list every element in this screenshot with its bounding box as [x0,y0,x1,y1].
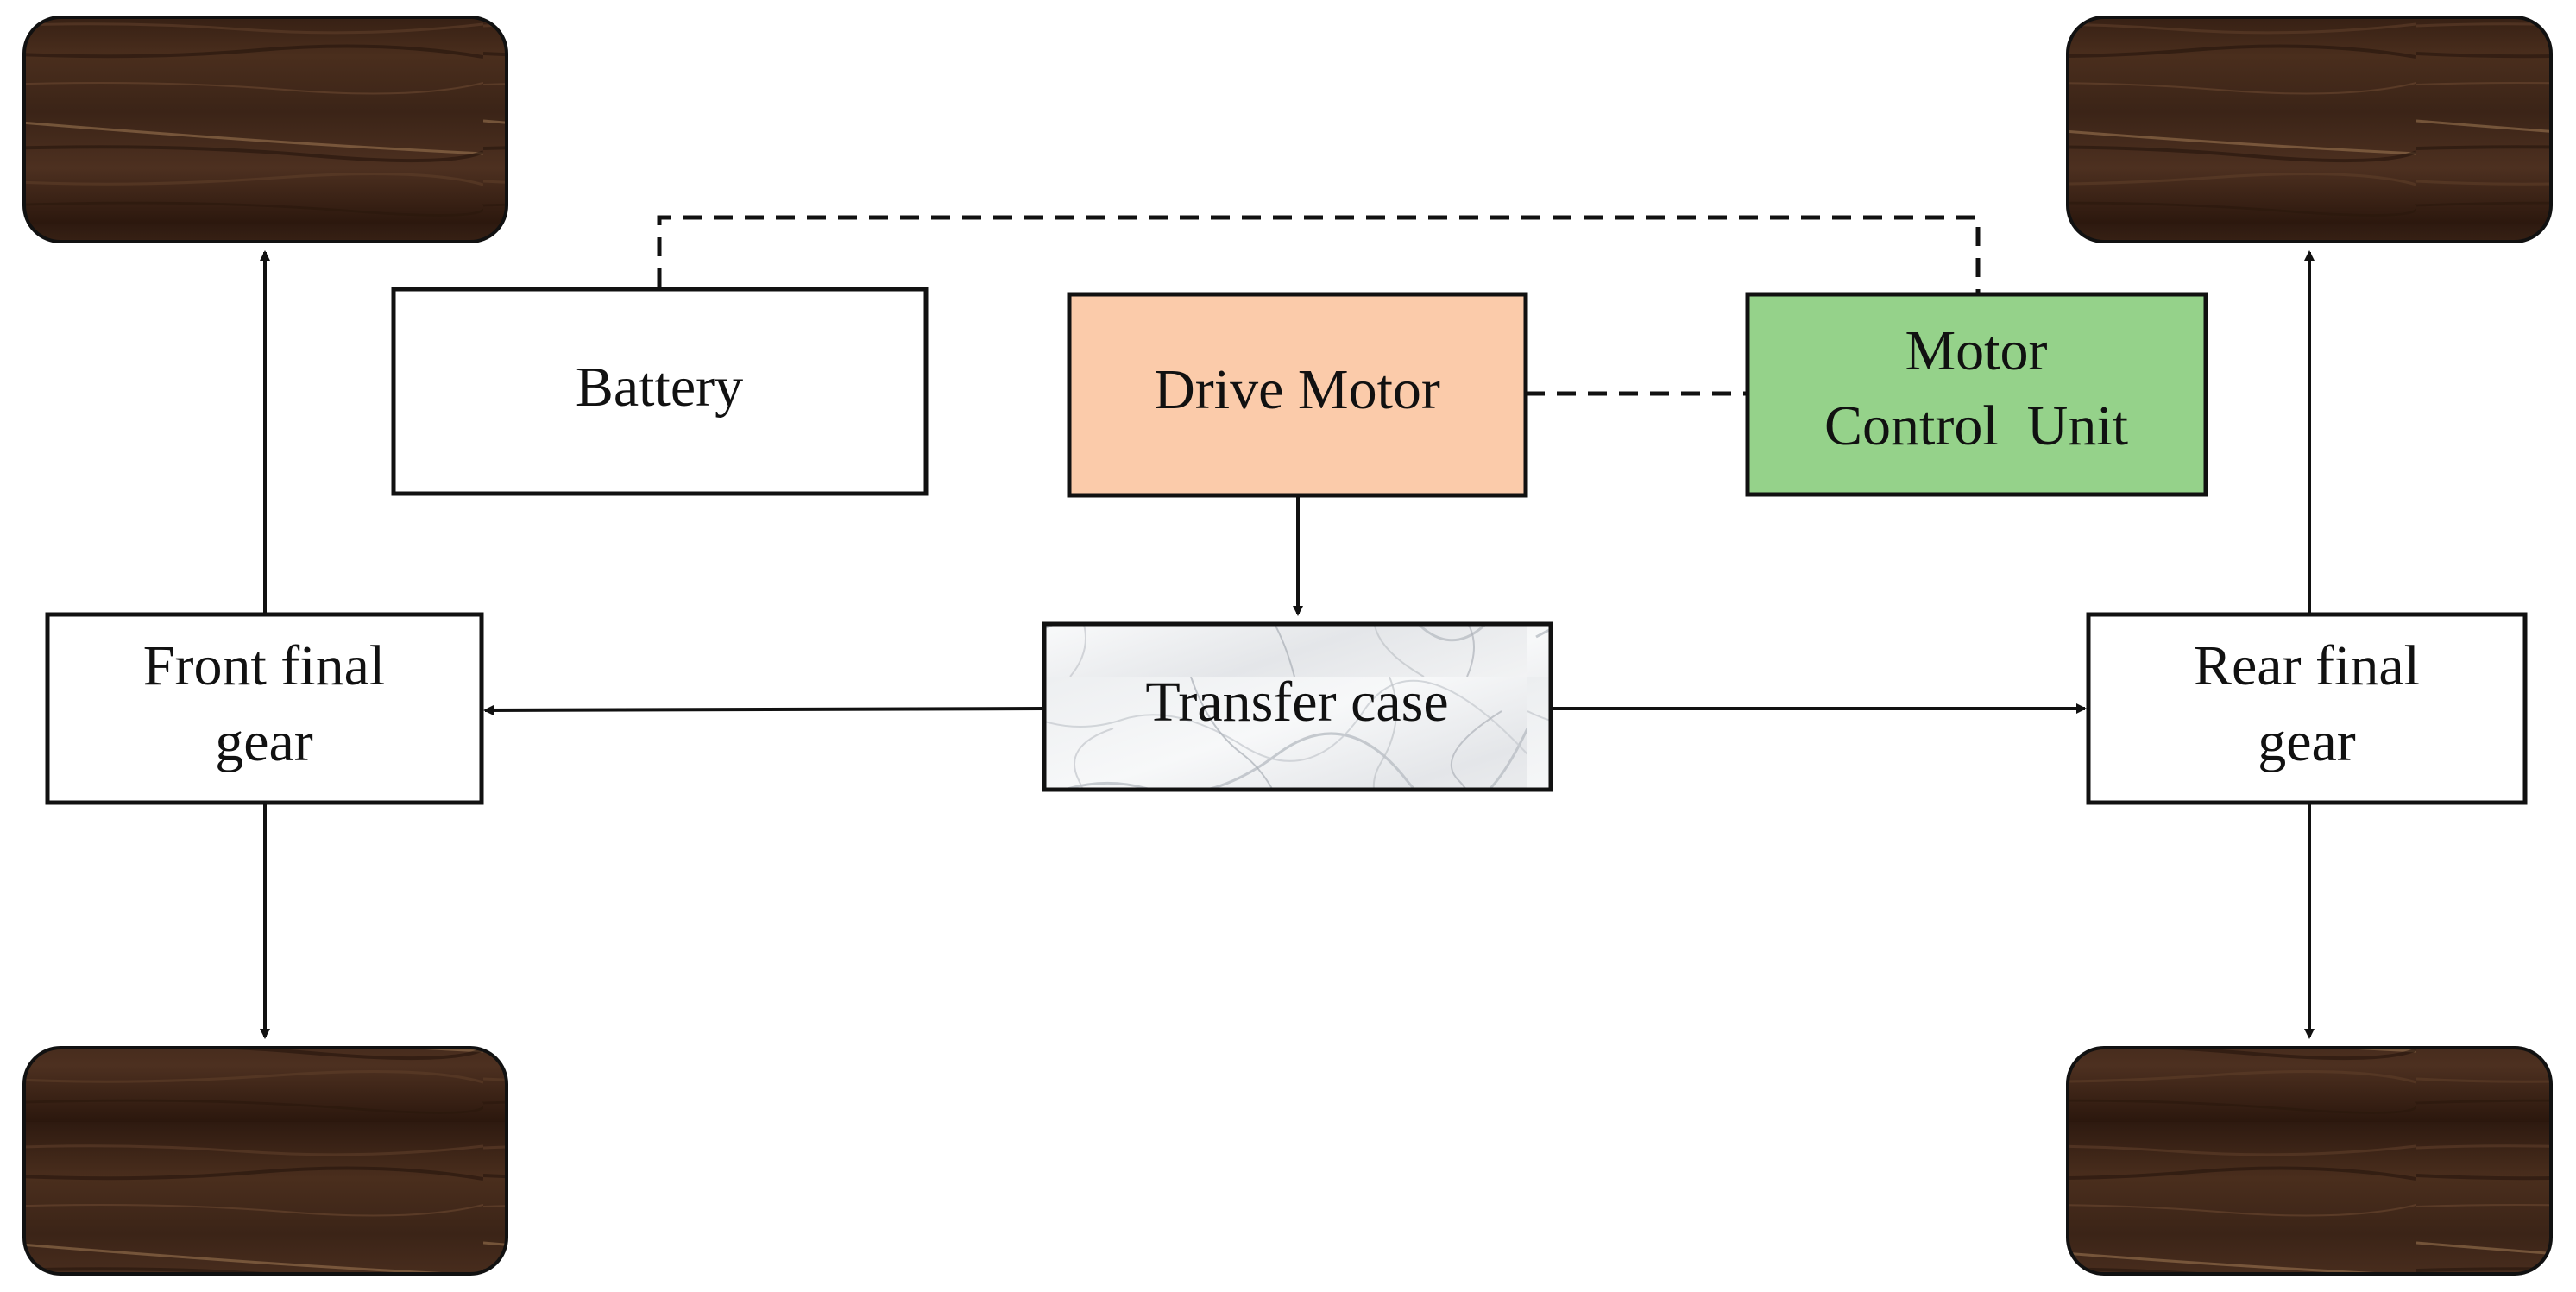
drive-motor-label: Drive Motor [1154,358,1440,421]
front-final-gear-label-line2: gear [215,710,313,773]
dashed-link-battery-mcu [657,215,1981,293]
battery-label: Battery [576,356,743,419]
wheel-front-top [22,16,508,243]
rear-final-gear-label-line1: Rear final [2194,634,2420,697]
wheel-front-bottom [22,1046,508,1276]
rear-final-gear-label-line2: gear [2258,710,2356,773]
rear-final-gear-block: Rear final gear [2086,612,2528,805]
arrow-transfer-to-front [483,704,1045,715]
transfer-case-block: Transfer case [1042,621,1553,792]
front-final-gear-label-line1: Front final [143,634,385,697]
wheel-rear-bottom [2066,1046,2553,1276]
motor-control-unit-label-line2: Control Unit [1824,394,2128,457]
drive-motor-block: Drive Motor [1067,292,1528,498]
front-final-gear-block: Front final gear [45,612,484,805]
motor-control-unit-block: Motor Control Unit [1745,292,2208,497]
wheel-rear-top [2066,16,2553,243]
motor-control-unit-label-line1: Motor [1905,319,2048,382]
battery-block: Battery [391,287,929,496]
transfer-case-label: Transfer case [1145,671,1448,734]
